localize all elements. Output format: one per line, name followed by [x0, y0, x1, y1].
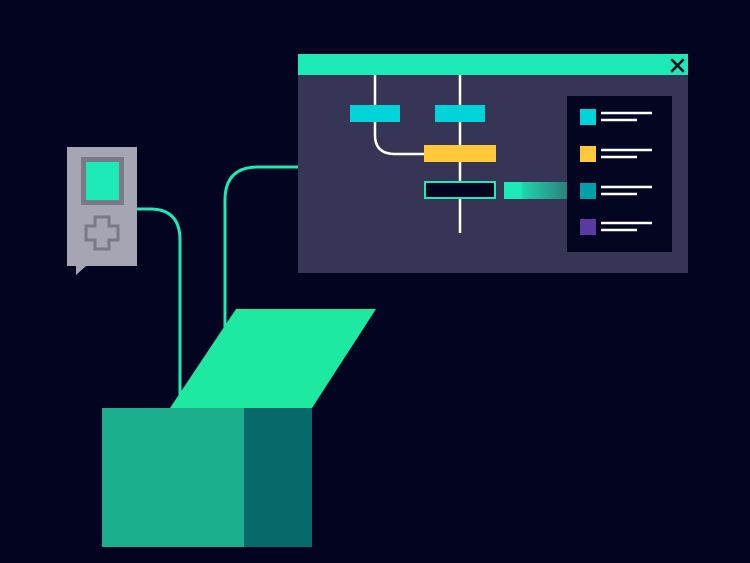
branch-line-left: [373, 75, 428, 156]
box-side: [244, 408, 312, 547]
dpad-icon: [84, 215, 120, 251]
close-icon[interactable]: [670, 58, 685, 73]
legend-swatch-cyan: [580, 109, 596, 125]
window-title-bar: [298, 54, 688, 75]
handheld-device: [67, 147, 137, 275]
device-screen: [86, 162, 119, 200]
box-front: [102, 408, 244, 547]
legend-swatch-yellow: [580, 146, 596, 162]
node-cyan-left: [350, 105, 400, 122]
open-box: [102, 309, 376, 547]
legend-panel: [567, 96, 672, 252]
node-cyan-right: [435, 105, 485, 122]
app-window: [298, 54, 688, 273]
node-yellow: [424, 145, 496, 162]
cable-device-to-box: [136, 207, 182, 410]
legend-swatch-teal: [580, 183, 596, 199]
node-outline: [424, 181, 496, 199]
cable-window-to-box: [223, 165, 299, 410]
box-lid: [170, 309, 376, 408]
node-dragging: [504, 182, 522, 199]
legend-swatch-purple: [580, 219, 596, 235]
